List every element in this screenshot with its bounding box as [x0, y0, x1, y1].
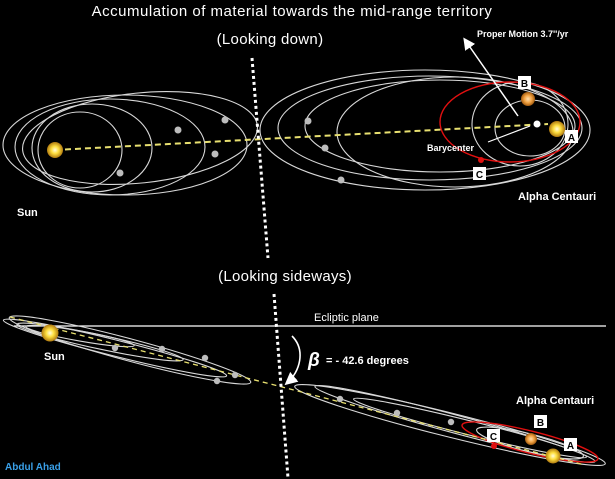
top-sun-label: Sun [17, 207, 38, 219]
side-alpha-orbits [294, 384, 606, 466]
side-star-c-icon [491, 443, 497, 449]
side-alpha-orbit-3 [353, 397, 587, 459]
beta-value: = - 42.6 degrees [326, 355, 409, 367]
alpha-orbit-2 [277, 75, 583, 181]
material-dot [321, 144, 329, 152]
diagram-title: Accumulation of material towards the mid… [92, 3, 493, 20]
side-sun-orbits [2, 315, 252, 385]
side-sun-orbit-4 [25, 324, 135, 348]
material-dot [213, 377, 221, 385]
sun-orbit-4 [2, 94, 248, 196]
material-dot [393, 409, 401, 417]
material-dot [231, 371, 239, 379]
proxima-orbit [439, 81, 581, 163]
side-view-heading: (Looking sideways) [218, 268, 352, 285]
material-dot [174, 126, 182, 134]
sun-alpha-axis [54, 123, 549, 151]
alpha-orbit-3 [304, 79, 576, 173]
ecliptic-plane-label: Ecliptic plane [314, 312, 379, 324]
side-star-b-icon [525, 433, 537, 445]
side-star-b-box: B [534, 415, 547, 429]
side-sun-orbit-1 [2, 318, 228, 378]
proper-motion-arrow [463, 37, 519, 117]
side-alpha-orbit-1 [294, 384, 606, 466]
top-alpha-label: Alpha Centauri [518, 191, 596, 203]
side-star-c-box: C [487, 429, 500, 443]
alpha-orbit-4 [336, 76, 574, 188]
top-view-heading: (Looking down) [217, 31, 324, 48]
side-star-a-label: A [567, 441, 574, 452]
top-star-c-box: C [473, 167, 486, 181]
material-dot [111, 344, 119, 352]
top-star-b-box: B [518, 76, 531, 90]
side-star-b-label: B [537, 418, 544, 429]
side-alpha-label: Alpha Centauri [516, 395, 594, 407]
material-dot [158, 345, 166, 353]
top-material-dots [116, 116, 345, 184]
side-sun-label: Sun [44, 351, 65, 363]
top-star-b-label: B [521, 79, 528, 90]
material-dot [304, 117, 312, 125]
barycenter-marker [533, 120, 541, 128]
sun-orbit-1 [37, 111, 123, 189]
alpha-orbit-1 [259, 69, 591, 191]
material-dot [221, 116, 229, 124]
side-sun-orbit-2 [8, 315, 252, 385]
side-star-a-icon [545, 448, 561, 464]
sun-orbit-2 [31, 103, 153, 193]
beta-angle-arrow [284, 335, 301, 386]
side-proxima-orbit [461, 421, 599, 463]
material-dot [336, 395, 344, 403]
side-star-a-box: A [564, 438, 577, 452]
material-dot [211, 150, 219, 158]
sun-orbit-5 [22, 91, 258, 185]
top-star-c-label: C [476, 170, 483, 181]
star-b-icon [521, 92, 535, 106]
material-dot [447, 418, 455, 426]
star-c-icon [478, 157, 484, 163]
beta-symbol: β [307, 350, 320, 371]
top-star-a-box: A [565, 130, 578, 144]
sun-icon [47, 142, 63, 158]
material-dot [201, 354, 209, 362]
side-divider [272, 293, 290, 479]
credit-label: Abdul Ahad [5, 462, 61, 473]
top-view [2, 69, 591, 196]
top-star-a-label: A [568, 133, 575, 144]
barycenter-pointer [487, 125, 531, 143]
material-dot [116, 169, 124, 177]
top-divider [250, 57, 270, 259]
material-dot [337, 176, 345, 184]
side-star-c-label: C [490, 432, 497, 443]
side-sun-icon [41, 324, 59, 342]
barycenter-label: Barycenter [427, 143, 475, 153]
side-sun-alpha-axis [9, 316, 586, 466]
star-a-icon [549, 121, 565, 137]
side-material-dots [111, 344, 455, 426]
proper-motion-label: Proper Motion 3.7''/yr [477, 29, 569, 39]
